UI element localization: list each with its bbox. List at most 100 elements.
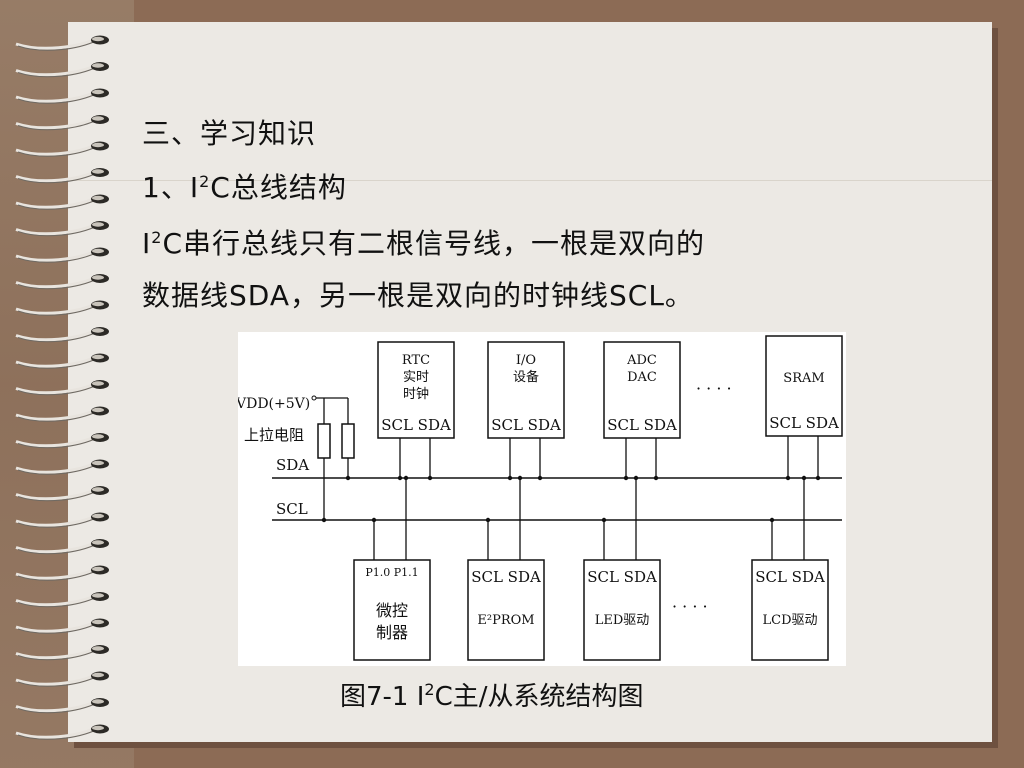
spiral-wire bbox=[15, 699, 99, 713]
spiral-wire bbox=[15, 593, 99, 607]
junction-dot bbox=[403, 475, 409, 481]
device-label: 微控 bbox=[376, 601, 408, 620]
junction-dot bbox=[427, 475, 433, 481]
spiral-wire-shadow bbox=[17, 702, 99, 714]
vdd-terminal bbox=[311, 395, 317, 401]
spiral-wire-shadow bbox=[17, 198, 99, 210]
spiral-wire-shadow bbox=[17, 278, 99, 290]
spiral-wire-shadow bbox=[17, 569, 99, 581]
spiral-hole-highlight bbox=[92, 36, 104, 42]
device-box bbox=[751, 559, 829, 661]
spiral-hole-highlight bbox=[92, 460, 104, 466]
spiral-wire-shadow bbox=[17, 225, 99, 237]
spiral-hole-highlight bbox=[92, 195, 104, 201]
spiral-wire-shadow bbox=[17, 490, 99, 502]
spiral-hole-highlight bbox=[92, 354, 104, 360]
spiral-wire-shadow bbox=[17, 596, 99, 608]
junction-dot bbox=[537, 475, 543, 481]
vdd-label: VDD(+5V) bbox=[238, 396, 310, 412]
device-box bbox=[765, 335, 843, 437]
device-label: 设备 bbox=[513, 369, 539, 385]
spiral-hole-highlight bbox=[92, 142, 104, 148]
spiral-wire-shadow bbox=[17, 357, 99, 369]
spiral-wire-shadow bbox=[17, 463, 99, 475]
paragraph-line-1-superscript: 2 bbox=[151, 228, 163, 247]
spiral-wire-shadow bbox=[17, 675, 99, 687]
sda-label: SDA bbox=[276, 456, 309, 474]
device-label: ADC bbox=[626, 353, 657, 368]
device-pins: SCL SDA bbox=[769, 414, 839, 432]
spiral-wire-shadow bbox=[17, 92, 99, 104]
junction-dot bbox=[345, 475, 351, 481]
bottom-ellipsis: · · · · bbox=[672, 597, 708, 616]
spiral-wire bbox=[15, 169, 99, 183]
spiral-wire bbox=[15, 116, 99, 130]
spiral-rings bbox=[15, 35, 109, 740]
subheading-suffix: C总线结构 bbox=[210, 171, 347, 204]
spiral-wire-shadow bbox=[17, 172, 99, 184]
subheading-superscript: 2 bbox=[199, 172, 211, 191]
device-box bbox=[603, 341, 681, 439]
spiral-wire-shadow bbox=[17, 39, 99, 51]
spiral-hole-highlight bbox=[92, 328, 104, 333]
spiral-wire bbox=[15, 63, 99, 77]
junction-dot bbox=[785, 475, 791, 481]
spiral-wire bbox=[15, 222, 99, 236]
spiral-wire bbox=[15, 328, 99, 342]
spiral-wire bbox=[15, 275, 99, 289]
spiral-wire-shadow bbox=[17, 728, 99, 740]
spiral-hole-highlight bbox=[92, 646, 104, 651]
device-box bbox=[583, 559, 661, 661]
spiral-hole-highlight bbox=[92, 672, 104, 678]
spiral-wire-shadow bbox=[17, 543, 99, 555]
spiral-hole-highlight bbox=[92, 222, 104, 227]
spiral-wire bbox=[15, 381, 99, 395]
caption-suffix: C主/从系统结构图 bbox=[434, 682, 644, 712]
spiral-hole-highlight bbox=[92, 89, 104, 95]
junction-dot bbox=[801, 475, 807, 481]
top-device: SRAM SCL SDA bbox=[765, 335, 843, 481]
figure-caption: 图7-1 I2C主/从系统结构图 bbox=[340, 676, 644, 713]
device-label: E²PROM bbox=[477, 613, 534, 628]
device-pins: P1.0 P1.1 bbox=[365, 566, 418, 579]
spiral-hole-highlight bbox=[92, 301, 104, 307]
spiral-wire bbox=[15, 407, 99, 421]
spiral-wire-shadow bbox=[17, 649, 99, 661]
spiral-wire-shadow bbox=[17, 622, 99, 634]
spiral-wire bbox=[15, 142, 99, 156]
spiral-wire bbox=[15, 725, 99, 739]
spiral-wire bbox=[15, 540, 99, 554]
device-pins: SCL SDA bbox=[381, 416, 451, 434]
device-box bbox=[487, 341, 565, 439]
spiral-wire bbox=[15, 434, 99, 448]
device-label: 时钟 bbox=[403, 386, 429, 402]
spiral-wire-shadow bbox=[17, 119, 99, 131]
pullup-resistor-2 bbox=[341, 423, 355, 459]
junction-dot bbox=[321, 517, 327, 523]
spiral-wire bbox=[15, 513, 99, 527]
paragraph-line-1: I2C串行总线只有二根信号线，一根是双向的 bbox=[142, 222, 705, 262]
spiral-wire bbox=[15, 36, 99, 50]
device-label: SRAM bbox=[783, 371, 824, 386]
device-pins: SCL SDA bbox=[491, 416, 561, 434]
spiral-hole-highlight bbox=[92, 513, 104, 519]
spiral-hole-highlight bbox=[92, 619, 104, 625]
spiral-hole-highlight bbox=[92, 434, 104, 439]
divider-line bbox=[68, 180, 992, 181]
spiral-hole-highlight bbox=[92, 116, 104, 121]
spiral-wire-shadow bbox=[17, 384, 99, 396]
pullup-resistor-1 bbox=[317, 423, 331, 459]
spiral-hole-highlight bbox=[92, 566, 104, 572]
spiral-wire-shadow bbox=[17, 516, 99, 528]
spiral-hole-highlight bbox=[92, 169, 104, 174]
